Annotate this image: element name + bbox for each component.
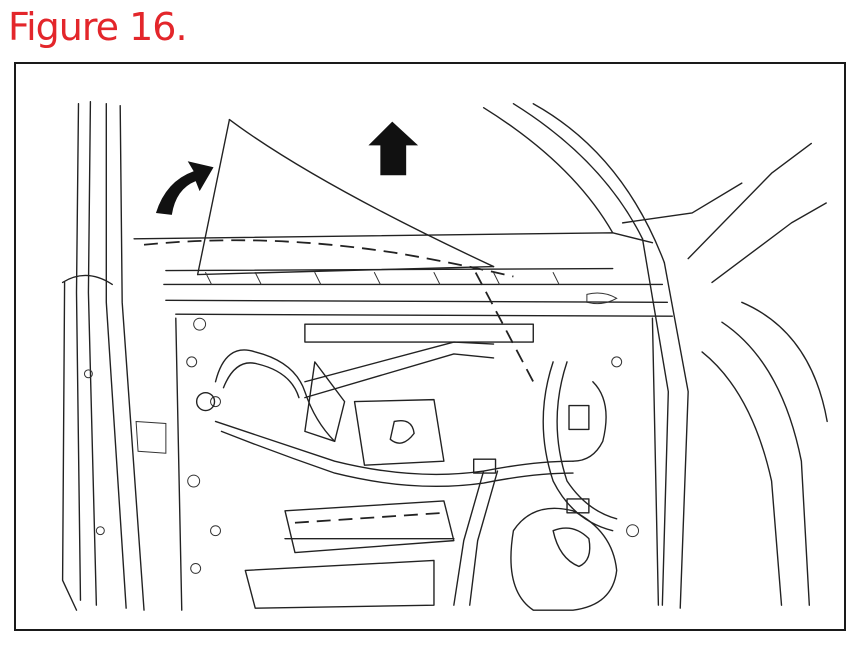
illustration-frame (14, 62, 846, 631)
wiring-harness (214, 349, 618, 606)
curved-arrow-icon (155, 161, 214, 215)
glass-original-outline (143, 239, 514, 278)
glass-tilt-path (474, 272, 535, 383)
door-frame-right (482, 103, 828, 609)
window-regulator (244, 341, 495, 609)
inner-door-panel (175, 317, 660, 611)
window-glass (196, 118, 495, 276)
speaker-opening (510, 507, 618, 611)
figure-title: Figure 16. (8, 5, 188, 49)
door-window-removal-illustration (61, 101, 828, 611)
door-pillar (61, 101, 167, 611)
up-arrow-icon (368, 121, 419, 176)
